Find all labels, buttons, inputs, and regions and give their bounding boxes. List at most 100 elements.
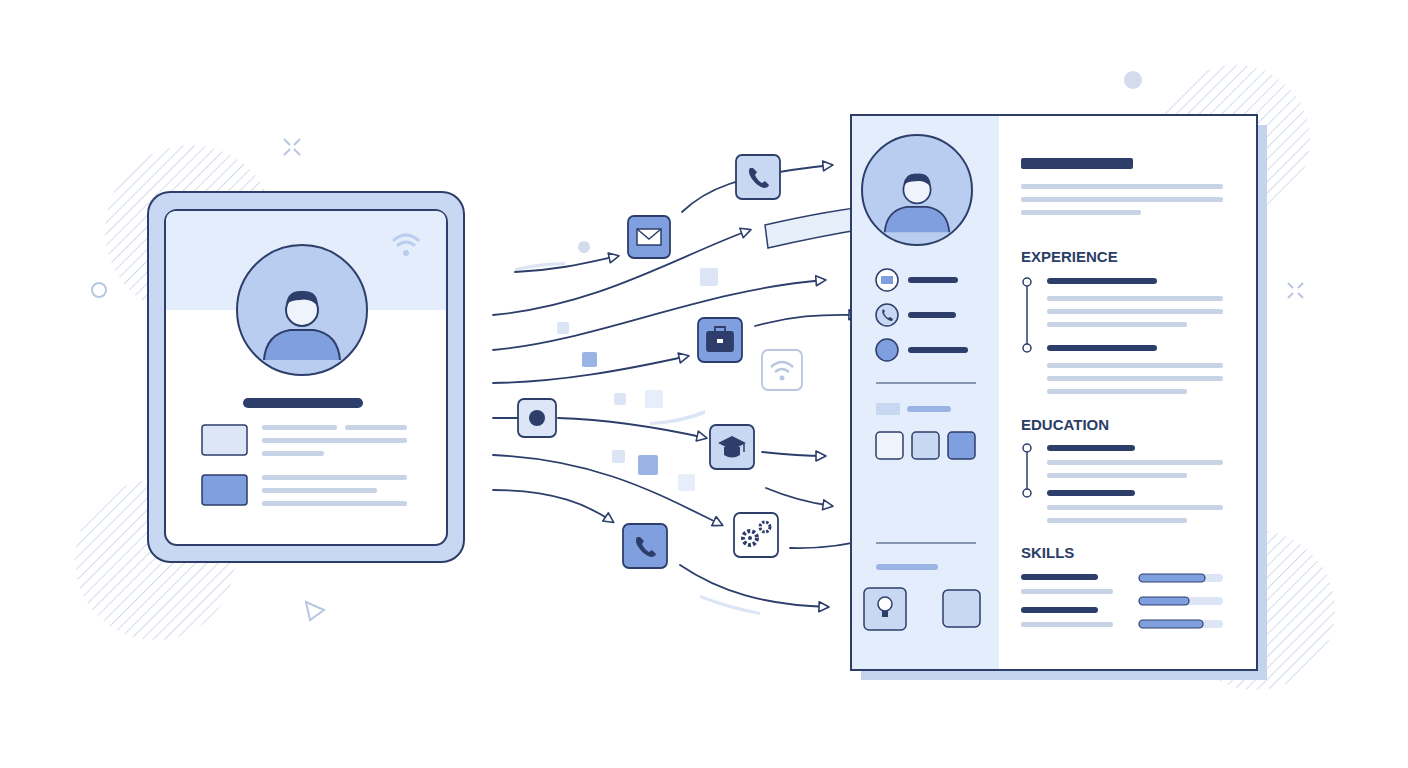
profile-card-part bbox=[264, 291, 340, 360]
profile-card-part bbox=[165, 210, 447, 545]
resume-sheet-part bbox=[1047, 490, 1135, 496]
flow-icons-part bbox=[743, 444, 745, 452]
resume-sheet-part bbox=[1047, 376, 1223, 381]
profile-card-part bbox=[345, 425, 407, 430]
floating-squares-part bbox=[582, 352, 597, 367]
profile-card-part bbox=[262, 451, 324, 456]
flow-icons-part bbox=[637, 229, 661, 239]
resume-sheet-part bbox=[948, 432, 975, 459]
resume-sheet-part bbox=[1023, 344, 1031, 352]
flow-icons-part bbox=[724, 447, 740, 458]
floating-squares-part bbox=[612, 450, 625, 463]
resume-sheet-part bbox=[1026, 282, 1028, 348]
resume-sheet-part bbox=[1047, 322, 1187, 327]
resume-sheet-part bbox=[908, 347, 968, 353]
flow-icons-part bbox=[637, 229, 661, 245]
resume-sheet-part bbox=[882, 611, 888, 617]
section-heading: SKILLS bbox=[1021, 544, 1074, 562]
flow-arrows-part bbox=[493, 417, 518, 419]
resume-sheet-part bbox=[1021, 589, 1113, 594]
flow-icons-part bbox=[636, 537, 656, 557]
resume-sheet-part bbox=[878, 597, 892, 611]
decorations-part bbox=[306, 602, 324, 620]
resume-sheet-part bbox=[1139, 574, 1205, 582]
resume-sheet-part bbox=[1021, 607, 1098, 613]
floating-squares-part bbox=[638, 455, 658, 475]
section-heading: EDUCATION bbox=[1021, 416, 1109, 434]
flow-icons-part bbox=[749, 168, 769, 188]
resume-sheet-part bbox=[1047, 473, 1187, 478]
resume-sheet-part bbox=[852, 116, 999, 669]
flow-icons-part bbox=[771, 362, 793, 372]
resume-sheet-part bbox=[1047, 345, 1157, 351]
flow-icons-part bbox=[715, 327, 725, 332]
resume-sheet-part bbox=[908, 312, 956, 318]
flow-arrows-part bbox=[493, 455, 722, 525]
resume-sheet-part bbox=[1047, 460, 1223, 465]
decorations-part bbox=[578, 241, 590, 253]
resume-sheet-part bbox=[876, 543, 976, 544]
resume-sheet-part bbox=[885, 174, 950, 233]
decorations-part bbox=[92, 283, 106, 297]
resume-sheet-part bbox=[1047, 363, 1223, 368]
resume-sheet-part bbox=[876, 383, 976, 384]
decorations-part bbox=[284, 139, 300, 155]
resume-sheet-part bbox=[876, 564, 938, 570]
flow-ribbons-part bbox=[650, 410, 705, 425]
resume-document: EXPERIENCE EDUCATION SKILLS bbox=[851, 115, 1257, 670]
floating-squares-part bbox=[614, 393, 626, 405]
resume-sheet-part bbox=[881, 276, 893, 284]
resume-sheet-part bbox=[908, 277, 958, 283]
floating-squares bbox=[557, 268, 718, 491]
flow-arrows-part bbox=[762, 452, 825, 456]
resume-sheet-part bbox=[1047, 505, 1223, 510]
resume-sheet-part bbox=[1047, 445, 1135, 451]
flow-icons-part bbox=[736, 155, 780, 199]
flow-icons bbox=[518, 155, 802, 568]
flow-icons-part bbox=[780, 376, 785, 381]
resume-sheet-part bbox=[1047, 296, 1223, 301]
flow-icons-part bbox=[734, 513, 778, 557]
resume-sheet-part bbox=[943, 590, 980, 627]
profile-card-part bbox=[243, 398, 363, 408]
resume-sheet-part bbox=[882, 309, 893, 321]
flow-arrows-part bbox=[493, 280, 825, 350]
flow-ribbons-part bbox=[700, 595, 760, 615]
profile-card-part bbox=[262, 488, 377, 493]
resume-sheet-part bbox=[876, 304, 898, 326]
flow-icons-part bbox=[717, 339, 723, 343]
resume-sheet-part bbox=[1021, 184, 1223, 189]
floating-squares-part bbox=[700, 268, 718, 286]
flow-arrows-part bbox=[493, 230, 750, 315]
resume-sheet-part bbox=[1047, 309, 1223, 314]
resume-sheet-part bbox=[1047, 278, 1157, 284]
flow-icons-part bbox=[707, 332, 733, 351]
flow-icons-part bbox=[529, 410, 545, 426]
resume-sheet-part bbox=[862, 135, 972, 245]
profile-card-part bbox=[237, 245, 367, 375]
resume-sheet-part bbox=[907, 406, 951, 412]
resume-sheet-part bbox=[876, 432, 903, 459]
flow-icons-part bbox=[760, 522, 770, 532]
flow-arrows-part bbox=[766, 488, 832, 506]
profile-card-part bbox=[202, 475, 247, 505]
resume-sheet-part bbox=[1026, 448, 1028, 493]
resume-sheet-part bbox=[1139, 597, 1223, 605]
resume-sheet-part bbox=[876, 269, 898, 291]
profile-card-part bbox=[394, 235, 418, 245]
resume-sheet-part bbox=[876, 403, 900, 415]
resume-sheet-part bbox=[1021, 622, 1113, 627]
resume-sheet-part bbox=[1047, 518, 1187, 523]
flow-arrows-part bbox=[558, 418, 706, 438]
resume-sheet bbox=[851, 115, 1267, 680]
flow-icons-part bbox=[762, 350, 802, 390]
resume-sheet-part bbox=[1023, 278, 1031, 286]
section-heading: EXPERIENCE bbox=[1021, 248, 1118, 266]
flow-icons-part bbox=[623, 524, 667, 568]
resume-sheet-part bbox=[876, 339, 898, 361]
resume-sheet-part bbox=[912, 432, 939, 459]
flow-arrows-part bbox=[755, 315, 858, 326]
flow-icons-part bbox=[748, 536, 752, 540]
